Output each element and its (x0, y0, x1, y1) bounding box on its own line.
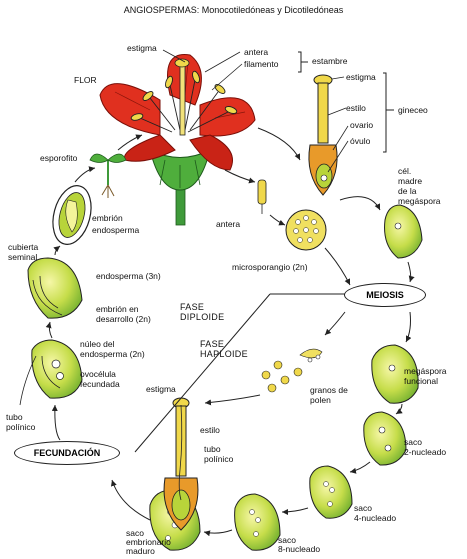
label-megaspora-line2: funcional (404, 376, 438, 386)
label-embrion-des-line2: desarrollo (2n) (96, 314, 151, 324)
label-fase-haploide: FASE HAPLOIDE (200, 339, 248, 359)
pistil-pollen-tube (164, 398, 198, 530)
label-ovocelula-fecundada: ovocélula fecundada (80, 369, 120, 389)
label-cel-madre-line2: madre (398, 176, 422, 186)
label-antera-top: antera (244, 48, 268, 57)
label-cubierta-line2: seminal (8, 252, 37, 262)
label-cel-madre: cél. madre de la megáspora (398, 166, 441, 206)
label-saco4-line1: saco (354, 503, 372, 513)
ovule-saco-4 (310, 466, 352, 518)
label-filamento: filamento (244, 60, 279, 69)
label-saco4-line2: 4-nucleado (354, 513, 396, 523)
label-granos-line1: granos de (310, 385, 348, 395)
label-embrion-des-line1: embrión en (96, 304, 139, 314)
label-embrion-desarrollo: embrión en desarrollo (2n) (96, 304, 151, 324)
label-tubo-left-line2: polínico (6, 422, 35, 432)
label-ovocelula-line1: ovocélula (80, 369, 116, 379)
label-esporofito: esporofito (40, 154, 77, 163)
label-fase-haploide-line1: FASE (200, 339, 224, 349)
label-ovulo: óvulo (350, 137, 370, 146)
label-antera-mid: antera (216, 220, 240, 229)
label-estigma-low: estigma (146, 385, 176, 394)
label-tubo-left-line1: tubo (6, 412, 23, 422)
label-saco-2-nucleado: saco 2-nucleado (404, 437, 446, 457)
label-saco-emb-line3: maduro (126, 546, 155, 556)
label-megaspora-funcional: megáspora funcional (404, 366, 447, 386)
label-megaspora-line1: megáspora (404, 366, 447, 376)
label-saco-8-nucleado: saco 8-nucleado (278, 536, 320, 554)
label-cubierta-line1: cubierta (8, 242, 38, 252)
label-tubo-polinico-left: tubo polínico (6, 412, 35, 432)
microsporangio-illustration (286, 210, 326, 250)
label-nucleo-line2: endosperma (2n) (80, 349, 145, 359)
label-fase-haploide-line2: HAPLOIDE (200, 349, 248, 359)
label-estilo-right: estilo (346, 104, 366, 113)
developing-seed-1 (28, 258, 82, 318)
fecundacion-label: FECUNDACIÓN (34, 448, 101, 458)
seedling-illustration (90, 154, 126, 198)
label-estambre: estambre (312, 57, 347, 66)
flower-illustration (100, 55, 255, 226)
ovule-megaspore-mother (385, 205, 422, 258)
label-ovario: ovario (350, 121, 373, 130)
label-saco-embrionario-maduro: saco embrionario maduro (126, 529, 171, 556)
diagram-title: ANGIOSPERMAS: Monocotiledóneas y Dicotil… (0, 5, 467, 15)
ovule-saco-8 (235, 494, 280, 550)
label-fase-diploide-line1: FASE (180, 302, 204, 312)
label-saco2-line2: 2-nucleado (404, 447, 446, 457)
label-tubo-mid-line1: tubo (204, 444, 221, 454)
label-ovocelula-line2: fecundada (80, 379, 120, 389)
label-saco-4-nucleado: saco 4-nucleado (354, 503, 396, 523)
label-granos-line2: polen (310, 395, 331, 405)
ovule-saco-2 (364, 412, 406, 465)
label-cubierta-seminal: cubierta seminal (8, 242, 38, 262)
label-nucleo-line1: núleo del (80, 339, 115, 349)
label-cel-madre-line3: de la (398, 186, 416, 196)
label-fase-diploide: FASE DIPLOIDE (180, 302, 224, 322)
label-tubo-mid-line2: polínico (204, 454, 233, 464)
label-fase-diploide-line2: DIPLOIDE (180, 312, 224, 322)
label-embrion: embrión (92, 214, 123, 223)
label-gineceo: gineceo (398, 106, 428, 115)
label-cel-madre-line4: megáspora (398, 196, 441, 206)
label-estigma-top: estigma (127, 44, 157, 53)
label-saco2-line1: saco (404, 437, 422, 447)
fecundacion-oval: FECUNDACIÓN (14, 441, 120, 465)
label-microsporangio: microsporangio (2n) (232, 263, 308, 272)
label-flor: FLOR (74, 76, 97, 85)
label-nucleo-endosperma: núleo del endosperma (2n) (80, 339, 145, 359)
label-cel-madre-line1: cél. (398, 166, 411, 176)
label-granos-polen: granos de polen (310, 385, 348, 405)
label-saco8-line2: 8-nucleado (278, 544, 320, 554)
label-estigma-right: estigma (346, 73, 376, 82)
gineceo-illustration (309, 75, 337, 195)
meiosis-oval: MEIOSIS (344, 283, 426, 307)
seed-illustration (47, 181, 97, 248)
label-endosperma: endosperma (92, 226, 139, 235)
label-tubo-polinico-mid: tubo polínico (204, 444, 233, 464)
meiosis-label: MEIOSIS (366, 290, 404, 300)
label-estilo-low: estilo (200, 426, 220, 435)
label-endosperma-3n: endosperma (3n) (96, 272, 161, 281)
developing-seed-2 (20, 340, 82, 405)
